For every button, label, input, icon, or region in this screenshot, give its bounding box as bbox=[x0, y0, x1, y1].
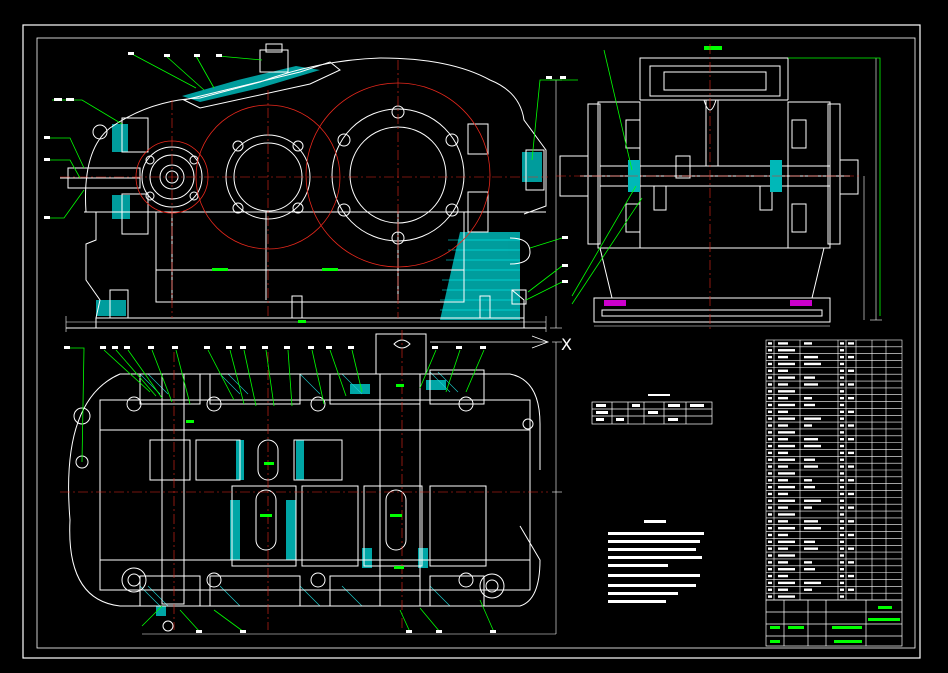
front-green-marks bbox=[212, 268, 338, 323]
plan-view: X bbox=[60, 330, 572, 635]
drawing-frame bbox=[22, 24, 921, 659]
parts-list bbox=[765, 339, 903, 601]
front-view bbox=[44, 43, 578, 332]
front-leader-tags bbox=[44, 52, 568, 283]
plan-view-hatch-lines bbox=[139, 371, 459, 607]
x-axis-arrow bbox=[430, 335, 550, 349]
plan-green-marks bbox=[186, 384, 404, 569]
front-centerlines bbox=[60, 60, 548, 318]
plan-centerlines bbox=[60, 330, 548, 630]
plan-view-outline bbox=[68, 333, 541, 632]
side-view-outline bbox=[559, 57, 859, 323]
front-view-hatch bbox=[96, 66, 542, 320]
side-dimensions bbox=[594, 58, 882, 327]
technical-notes bbox=[608, 520, 704, 603]
title-block bbox=[765, 599, 903, 647]
axis-label-x: X bbox=[561, 335, 572, 354]
plan-leader-tags bbox=[64, 346, 496, 633]
plan-dimensions bbox=[142, 341, 562, 635]
side-view bbox=[556, 44, 882, 330]
parameter-table bbox=[591, 394, 713, 425]
plan-leaders bbox=[68, 347, 495, 633]
side-centerlines bbox=[556, 44, 862, 330]
pitch-circles bbox=[135, 82, 491, 268]
side-leaders bbox=[571, 49, 881, 316]
